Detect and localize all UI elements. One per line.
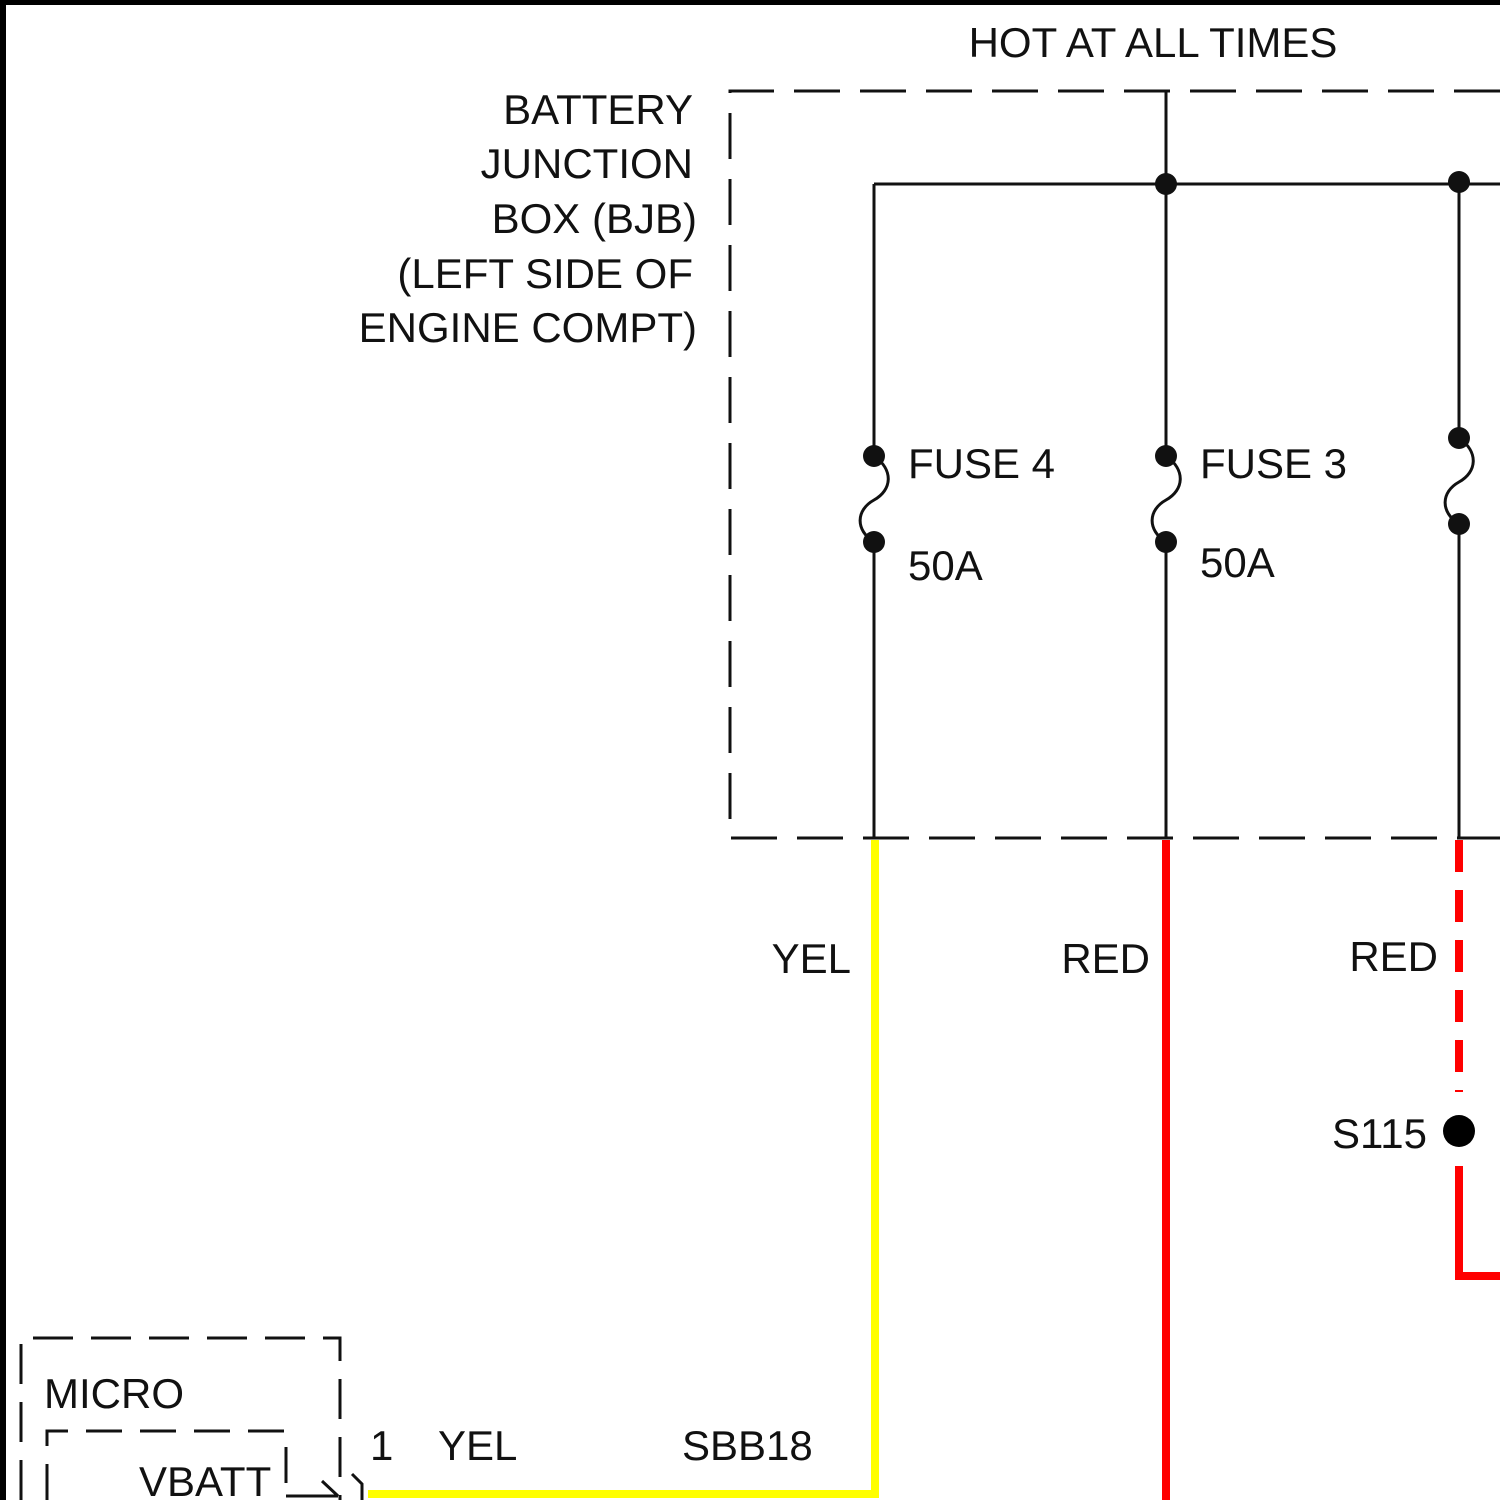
junction-box-label-line-4: (LEFT SIDE OF <box>397 250 693 297</box>
junction-box-label-line-1: BATTERY <box>503 86 693 133</box>
splice-dot <box>1443 1115 1475 1147</box>
connector-bracket-icon <box>352 1474 362 1500</box>
red-wire-color-label: RED <box>1061 935 1150 982</box>
connector-arrow-icon <box>286 1481 338 1496</box>
fuse-3-name: FUSE 3 <box>1200 440 1347 487</box>
junction-box-label-line-5: ENGINE COMPT) <box>359 304 697 351</box>
fuse-3-terminal <box>1155 445 1177 467</box>
fuse-4-symbol <box>860 456 888 542</box>
junction-box-label: BATTERY JUNCTION BOX (BJB) (LEFT SIDE OF… <box>359 86 697 351</box>
red-wire-splice-branch <box>1459 1166 1500 1276</box>
junction-box-label-line-2: JUNCTION <box>481 140 693 187</box>
fuse-3-rating: 50A <box>1200 539 1275 586</box>
fuse-partial-symbol <box>1445 438 1473 524</box>
junction-box-outline <box>730 91 1500 838</box>
module-pin-label: VBATT <box>139 1458 271 1500</box>
fuse-partial-terminal <box>1448 427 1470 449</box>
yellow-wire-color-label: YEL <box>772 935 851 982</box>
splice-label: S115 <box>1332 1110 1427 1157</box>
module-wire-color-label: YEL <box>438 1422 517 1469</box>
module-pin-number: 1 <box>370 1422 393 1469</box>
third-wire-color-label: RED <box>1349 933 1438 980</box>
fuse-partial <box>1445 427 1473 838</box>
power-source-label: HOT AT ALL TIMES <box>969 19 1338 66</box>
fuse-3: FUSE 3 50A <box>1152 440 1347 838</box>
fuse-4: FUSE 4 50A <box>860 440 1055 838</box>
module-name: MICRO <box>44 1370 184 1417</box>
fuse-4-name: FUSE 4 <box>908 440 1055 487</box>
fuse-4-rating: 50A <box>908 542 983 589</box>
power-bus <box>874 91 1500 456</box>
bus-junction-dot <box>1155 173 1177 195</box>
module-circuit-id: SBB18 <box>682 1422 813 1469</box>
fuse-4-terminal <box>863 445 885 467</box>
junction-box-label-line-3: BOX (BJB) <box>492 195 697 242</box>
bus-junction-dot <box>1448 171 1470 193</box>
fuse-3-symbol <box>1152 456 1180 542</box>
